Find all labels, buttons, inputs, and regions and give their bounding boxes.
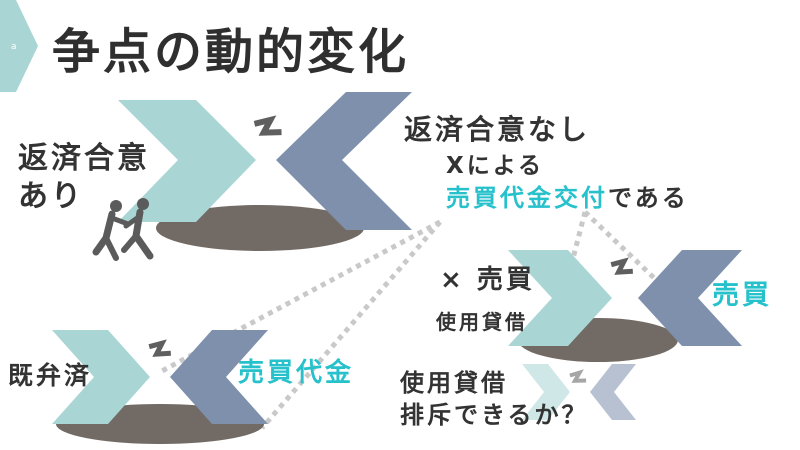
lower-right-left-sublabel: 使用貸借 — [436, 310, 528, 334]
main-left-label-line2: あり — [18, 179, 84, 214]
runner-figures-icon — [92, 198, 154, 261]
small-scene — [522, 364, 636, 420]
lower-right-right-label: 売買 — [712, 280, 772, 311]
main-teal-chevron — [118, 100, 256, 222]
small-label-line1: 使用貸借 — [400, 369, 508, 397]
lower-left-left-label: 既弁済 — [8, 361, 93, 390]
lower-right-teal-chevron — [508, 250, 612, 346]
lower-right-scene — [508, 250, 742, 362]
main-slate-chevron — [276, 92, 412, 230]
small-slate-chevron — [590, 364, 636, 420]
main-note-line2: 売買代金交付である — [446, 183, 689, 213]
collision-icon — [253, 115, 282, 136]
small-teal-chevron — [522, 364, 570, 420]
main-platform — [156, 205, 364, 251]
small-label-line2: 排斥できるか？ — [400, 401, 589, 429]
main-note-suffix: である — [608, 184, 689, 212]
main-scene — [118, 92, 412, 251]
corner-label: a — [11, 42, 17, 52]
main-left-label-line1: 返済合意 — [18, 141, 150, 176]
lower-right-slate-chevron — [638, 250, 742, 346]
corner-tab — [0, 0, 38, 92]
lower-right-left-label: × 売買 — [440, 265, 535, 295]
collision-icon — [148, 339, 171, 357]
main-note-line1: Xによる — [446, 153, 545, 179]
main-right-label: 返済合意なし — [404, 113, 591, 146]
lower-left-teal-chevron — [52, 330, 150, 424]
page-title: 争点の動的変化 — [52, 24, 410, 80]
lower-left-scene — [52, 330, 268, 444]
main-note-accent: 売買代金交付 — [446, 184, 608, 212]
collision-icon — [569, 369, 587, 383]
collision-icon — [610, 257, 633, 275]
lower-left-slate-chevron — [170, 330, 268, 424]
lower-left-right-label: 売買代金 — [238, 358, 355, 388]
